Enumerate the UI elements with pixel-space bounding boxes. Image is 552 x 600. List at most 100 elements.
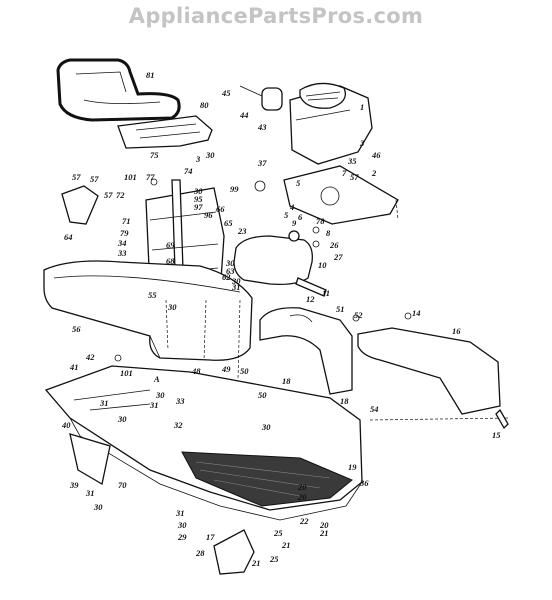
fuel-tank-part xyxy=(233,230,313,286)
part-callout-21: 21 xyxy=(251,558,261,568)
part-callout-30: 30 xyxy=(117,414,127,424)
part-callout-20: 20 xyxy=(297,482,307,492)
part-callout-30: 30 xyxy=(177,520,187,530)
part-callout-39: 39 xyxy=(69,480,79,490)
part-callout-9: 9 xyxy=(292,218,297,228)
part-callout-5: 5 xyxy=(296,178,301,188)
part-callout-99: 99 xyxy=(230,184,239,194)
part-callout-30: 30 xyxy=(193,186,203,196)
part-callout-68: 68 xyxy=(166,256,175,266)
part-callout-A: A xyxy=(153,374,160,384)
part-callout-4: 4 xyxy=(289,202,294,212)
part-callout-3: 3 xyxy=(359,138,365,148)
part-callout-43: 43 xyxy=(257,122,267,132)
part-callout-33: 33 xyxy=(175,396,185,406)
floor-mat-part xyxy=(181,451,353,507)
part-callout-31: 31 xyxy=(85,488,95,498)
part-callout-44: 44 xyxy=(239,110,249,120)
part-callout-72: 72 xyxy=(116,190,125,200)
part-callout-2: 2 xyxy=(371,168,377,178)
part-callout-5: 5 xyxy=(284,210,289,220)
part-callout-57: 57 xyxy=(72,172,81,182)
part-callout-32: 32 xyxy=(173,420,183,430)
part-callout-54: 54 xyxy=(370,404,379,414)
part-callout-74: 74 xyxy=(184,166,193,176)
part-callout-12: 12 xyxy=(306,294,315,304)
part-callout-51: 51 xyxy=(336,304,345,314)
part-callout-80: 80 xyxy=(200,100,209,110)
seat-bracket-part xyxy=(117,115,213,149)
part-callout-26: 26 xyxy=(329,240,339,250)
part-callout-49: 49 xyxy=(221,364,231,374)
connection-lines xyxy=(165,199,511,421)
part-callout-31: 31 xyxy=(149,400,159,410)
part-callout-8: 8 xyxy=(326,228,331,238)
part-callout-23: 23 xyxy=(237,226,247,236)
part-callout-20: 20 xyxy=(319,520,329,530)
part-callout-42: 42 xyxy=(85,352,95,362)
part-callout-52: 52 xyxy=(354,310,363,320)
part-callout-40: 40 xyxy=(61,420,71,430)
engine-part xyxy=(239,82,373,165)
part-callout-31: 31 xyxy=(175,508,185,518)
part-callout-55: 55 xyxy=(148,290,157,300)
part-callout-22: 22 xyxy=(299,516,309,526)
part-callout-25: 25 xyxy=(273,528,283,538)
part-callout-30: 30 xyxy=(155,390,165,400)
part-callout-19: 19 xyxy=(348,462,357,472)
part-callout-16: 16 xyxy=(452,326,461,336)
part-callout-78: 78 xyxy=(316,216,325,226)
part-callout-71: 71 xyxy=(122,216,131,226)
part-callout-30: 30 xyxy=(261,422,271,432)
part-callout-69: 69 xyxy=(166,240,175,250)
part-callout-81: 81 xyxy=(146,70,155,80)
part-callout-34: 34 xyxy=(117,238,127,248)
part-callout-77: 77 xyxy=(146,172,155,182)
part-callout-63: 63 xyxy=(226,266,235,276)
part-callout-70: 70 xyxy=(118,480,127,490)
part-callout-64: 64 xyxy=(64,232,73,242)
part-callout-101: 101 xyxy=(120,368,133,378)
part-callout-57: 57 xyxy=(90,174,99,184)
part-callout-17: 17 xyxy=(206,532,215,542)
part-callout-50: 50 xyxy=(240,366,249,376)
part-callout-3: 3 xyxy=(195,154,201,164)
part-callout-29: 29 xyxy=(177,532,187,542)
part-callout-7: 7 xyxy=(342,168,347,178)
part-callout-21: 21 xyxy=(281,540,291,550)
part-callout-18: 18 xyxy=(340,396,349,406)
part-callout-15: 15 xyxy=(492,430,501,440)
part-callout-62: 62 xyxy=(222,272,231,282)
part-callout-6: 6 xyxy=(298,212,303,222)
part-callout-57: 57 xyxy=(350,172,359,182)
hardware-part xyxy=(114,178,509,430)
part-callout-36: 36 xyxy=(359,478,369,488)
part-callout-10: 10 xyxy=(318,260,327,270)
watermark-text: AppliancePartsPros.com xyxy=(128,4,424,28)
part-callout-30: 30 xyxy=(93,502,103,512)
part-callout-20: 20 xyxy=(297,492,307,502)
part-callout-31: 31 xyxy=(99,398,109,408)
part-callout-95: 95 xyxy=(194,194,203,204)
part-callout-27: 27 xyxy=(333,252,343,262)
fender-part xyxy=(259,307,353,395)
seat-part xyxy=(56,58,181,122)
part-callout-97: 97 xyxy=(194,202,203,212)
part-callout-48: 48 xyxy=(191,366,201,376)
part-callout-75: 75 xyxy=(150,150,159,160)
part-callout-1: 1 xyxy=(360,102,364,112)
part-callout-35: 35 xyxy=(347,156,357,166)
part-callout-96: 96 xyxy=(204,210,213,220)
part-callout-66: 66 xyxy=(216,204,225,214)
part-callout-30: 30 xyxy=(231,276,241,286)
part-callout-28: 28 xyxy=(195,548,205,558)
part-callout-50: 50 xyxy=(258,390,267,400)
part-callout-101: 101 xyxy=(124,172,137,182)
part-callout-18: 18 xyxy=(282,376,291,386)
part-callout-30: 30 xyxy=(225,258,235,268)
rear-bumper-part xyxy=(357,327,501,415)
part-callout-57: 57 xyxy=(104,190,113,200)
rear-plate-part xyxy=(213,529,255,575)
